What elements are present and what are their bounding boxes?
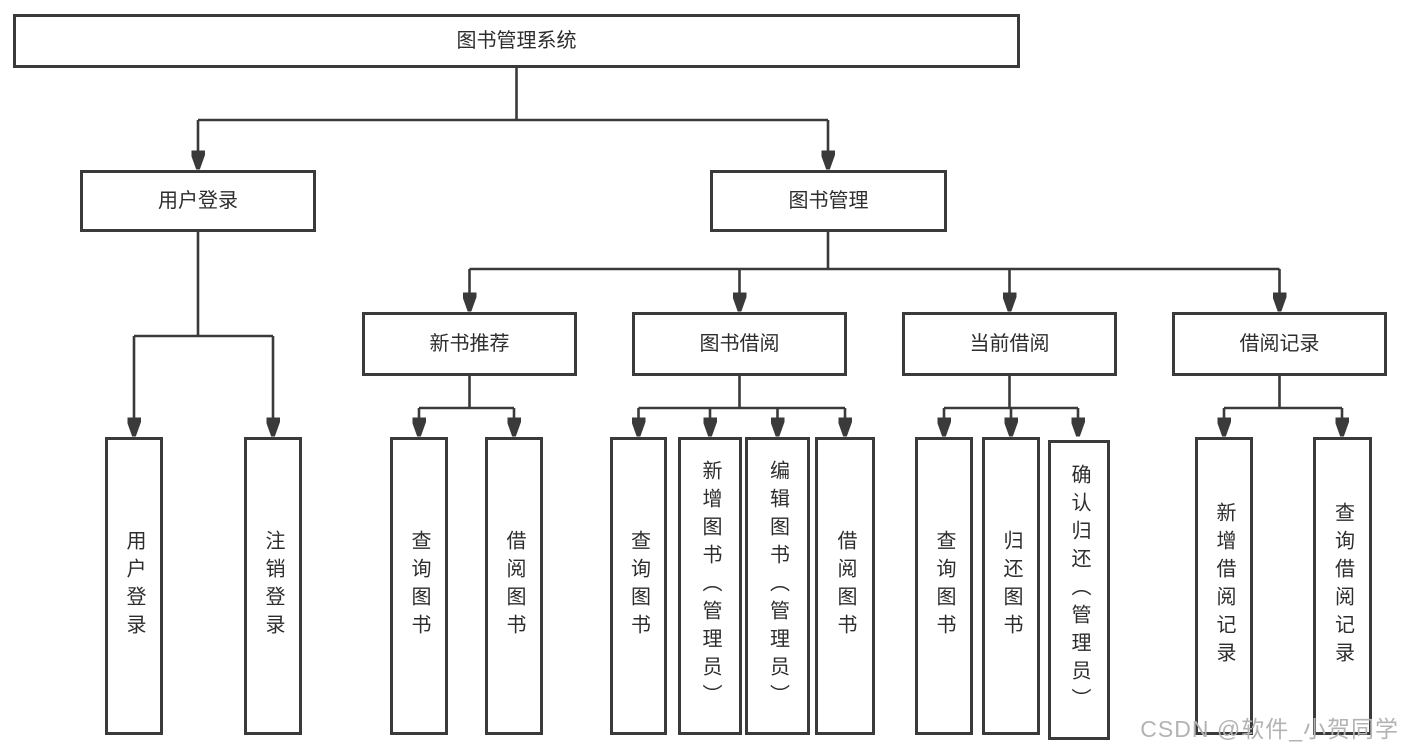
- node-current-borrowing: 当前借阅: [902, 312, 1117, 376]
- leaf-recommend-query-books: 查询图书: [390, 437, 448, 735]
- leaf-borrow-query-books: 查询图书: [610, 437, 667, 735]
- connector-new-book-to-leaves: [419, 376, 514, 435]
- connector-book-management-to-level3: [470, 232, 1280, 310]
- leaf-user-login: 用户登录: [105, 437, 163, 735]
- node-new-book-recommendation: 新书推荐: [362, 312, 577, 376]
- connector-user-login-to-leaves: [134, 232, 273, 435]
- leaf-current-query-books: 查询图书: [915, 437, 973, 735]
- leaf-borrow-borrow-books: 借阅图书: [815, 437, 875, 735]
- leaf-borrow-add-books-admin: 新增图书（管理员）: [678, 437, 742, 735]
- leaf-recommend-borrow-books: 借阅图书: [485, 437, 543, 735]
- connector-book-borrowing-to-leaves: [639, 376, 846, 435]
- connector-current-borrowing-to-leaves: [944, 376, 1078, 435]
- connector-root-to-level2: [198, 68, 828, 168]
- leaf-logout: 注销登录: [244, 437, 302, 735]
- leaf-current-return-books: 归还图书: [982, 437, 1040, 735]
- leaf-records-query-record: 查询借阅记录: [1313, 437, 1372, 735]
- node-borrowing-records: 借阅记录: [1172, 312, 1387, 376]
- watermark: CSDN @软件_小贺同学: [1140, 716, 1399, 742]
- node-book-management: 图书管理: [710, 170, 947, 232]
- node-root: 图书管理系统: [13, 14, 1020, 68]
- node-book-borrowing: 图书借阅: [632, 312, 847, 376]
- leaf-current-confirm-return-admin: 确认归还（管理员）: [1048, 440, 1110, 740]
- leaf-records-add-record: 新增借阅记录: [1195, 437, 1253, 735]
- node-user-login: 用户登录: [80, 170, 316, 232]
- connector-borrowing-records-to-leaves: [1224, 376, 1342, 435]
- leaf-borrow-edit-books-admin: 编辑图书（管理员）: [745, 437, 810, 735]
